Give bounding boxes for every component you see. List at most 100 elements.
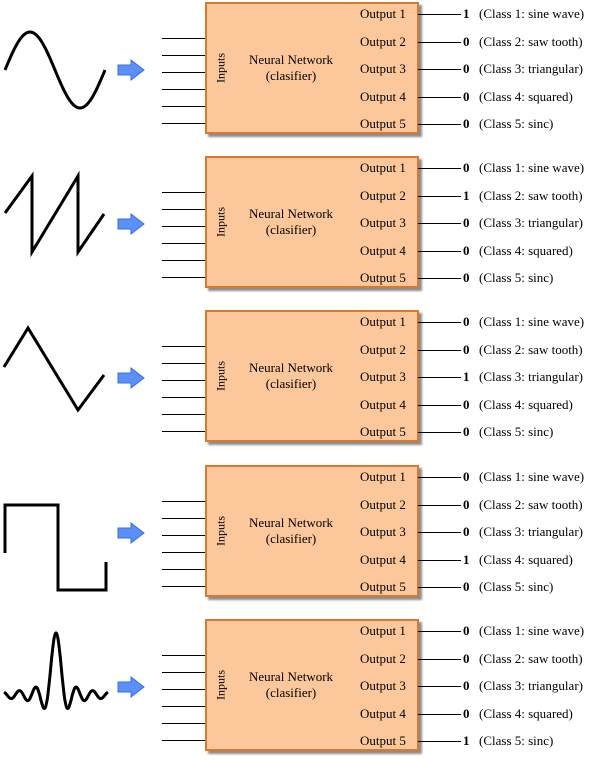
network-subtitle: (clasifier): [265, 68, 317, 83]
output-label: Output 2: [360, 651, 406, 666]
output-value: 0: [463, 116, 470, 131]
output-label: Output 1: [360, 623, 406, 638]
class-label: (Class 2: saw tooth): [479, 497, 583, 512]
output-value: 0: [463, 623, 470, 638]
output-value: 1: [463, 733, 470, 748]
classifier-panel: Inputs Neural Network(clasifier) Output 1 0…: [0, 156, 600, 306]
output-label: Output 3: [360, 524, 406, 539]
output-label: Output 4: [360, 243, 406, 258]
output-value: 0: [463, 243, 470, 258]
class-label: (Class 5: sinc): [479, 733, 554, 748]
class-label: (Class 4: squared): [479, 706, 573, 721]
network-title-line: Neural Network: [248, 206, 334, 221]
neural-network-box: [205, 619, 419, 751]
output-lines: [418, 477, 461, 588]
network-subtitle: (clasifier): [265, 376, 317, 391]
output-label: Output 2: [360, 497, 406, 512]
arrow-right-icon: [117, 676, 145, 698]
output-value: 0: [463, 397, 470, 412]
network-title-line: Neural Network: [248, 360, 334, 375]
network-title: Neural Network(clasifier): [235, 515, 347, 547]
sawtooth-wave-icon: [3, 170, 106, 258]
input-lines: [162, 192, 207, 278]
class-label: (Class 3: triangular): [479, 524, 583, 539]
output-value: 0: [463, 314, 470, 329]
network-subtitle: (clasifier): [265, 222, 317, 237]
output-label: Output 4: [360, 89, 406, 104]
arrow-right-icon: [117, 213, 145, 235]
network-title-line: Neural Network: [248, 52, 334, 67]
network-title: Neural Network(clasifier): [235, 206, 347, 238]
output-label: Output 2: [360, 342, 406, 357]
output-label: Output 1: [360, 160, 406, 175]
sinc-wave-icon: [3, 631, 109, 710]
class-label: (Class 5: sinc): [479, 270, 554, 285]
class-label: (Class 4: squared): [479, 89, 573, 104]
input-lines: [162, 655, 207, 741]
input-lines: [162, 346, 207, 432]
class-label: (Class 4: squared): [479, 552, 573, 567]
class-label: (Class 1: sine wave): [479, 314, 585, 329]
output-label: Output 2: [360, 34, 406, 49]
class-label: (Class 2: saw tooth): [479, 34, 583, 49]
network-subtitle: (clasifier): [265, 531, 317, 546]
class-label: (Class 3: triangular): [479, 678, 583, 693]
output-value: 1: [463, 369, 470, 384]
class-label: (Class 3: triangular): [479, 61, 583, 76]
class-label: (Class 2: saw tooth): [479, 651, 583, 666]
triangular-wave-icon: [2, 325, 106, 413]
class-label: (Class 5: sinc): [479, 424, 554, 439]
output-value: 0: [463, 706, 470, 721]
output-value: 0: [463, 424, 470, 439]
input-lines: [162, 38, 207, 124]
output-value: 0: [463, 678, 470, 693]
output-value: 0: [463, 61, 470, 76]
class-label: (Class 4: squared): [479, 243, 573, 258]
output-label: Output 3: [360, 215, 406, 230]
class-label: (Class 4: squared): [479, 397, 573, 412]
output-value: 0: [463, 342, 470, 357]
inputs-label: Inputs: [213, 670, 228, 700]
class-label: (Class 3: triangular): [479, 215, 583, 230]
inputs-label: Inputs: [213, 53, 228, 83]
output-lines: [418, 631, 461, 742]
output-lines: [418, 322, 461, 433]
output-label: Output 5: [360, 733, 406, 748]
arrow-right-icon: [117, 59, 145, 81]
output-value: 0: [463, 497, 470, 512]
output-label: Output 5: [360, 424, 406, 439]
inputs-label: Inputs: [213, 516, 228, 546]
output-value: 1: [463, 188, 470, 203]
input-lines: [162, 501, 207, 587]
output-label: Output 3: [360, 369, 406, 384]
output-label: Output 4: [360, 706, 406, 721]
output-label: Output 1: [360, 6, 406, 21]
neural-network-box: [205, 465, 419, 597]
output-value: 1: [463, 552, 470, 567]
output-label: Output 3: [360, 61, 406, 76]
output-label: Output 5: [360, 270, 406, 285]
class-label: (Class 1: sine wave): [479, 469, 585, 484]
output-value: 0: [463, 160, 470, 175]
output-value: 1: [463, 6, 470, 21]
output-value: 0: [463, 469, 470, 484]
arrow-right-icon: [117, 522, 145, 544]
square-wave-icon: [3, 503, 108, 592]
output-label: Output 5: [360, 579, 406, 594]
class-label: (Class 1: sine wave): [479, 6, 585, 21]
output-value: 0: [463, 651, 470, 666]
network-title: Neural Network(clasifier): [235, 52, 347, 84]
sine-wave-icon: [3, 30, 107, 110]
neural-network-box: [205, 310, 419, 442]
output-value: 0: [463, 270, 470, 285]
class-label: (Class 2: saw tooth): [479, 188, 583, 203]
network-title-line: Neural Network: [248, 669, 334, 684]
network-subtitle: (clasifier): [265, 685, 317, 700]
inputs-label: Inputs: [213, 361, 228, 391]
inputs-label: Inputs: [213, 207, 228, 237]
output-value: 0: [463, 215, 470, 230]
class-label: (Class 1: sine wave): [479, 623, 585, 638]
output-label: Output 1: [360, 314, 406, 329]
